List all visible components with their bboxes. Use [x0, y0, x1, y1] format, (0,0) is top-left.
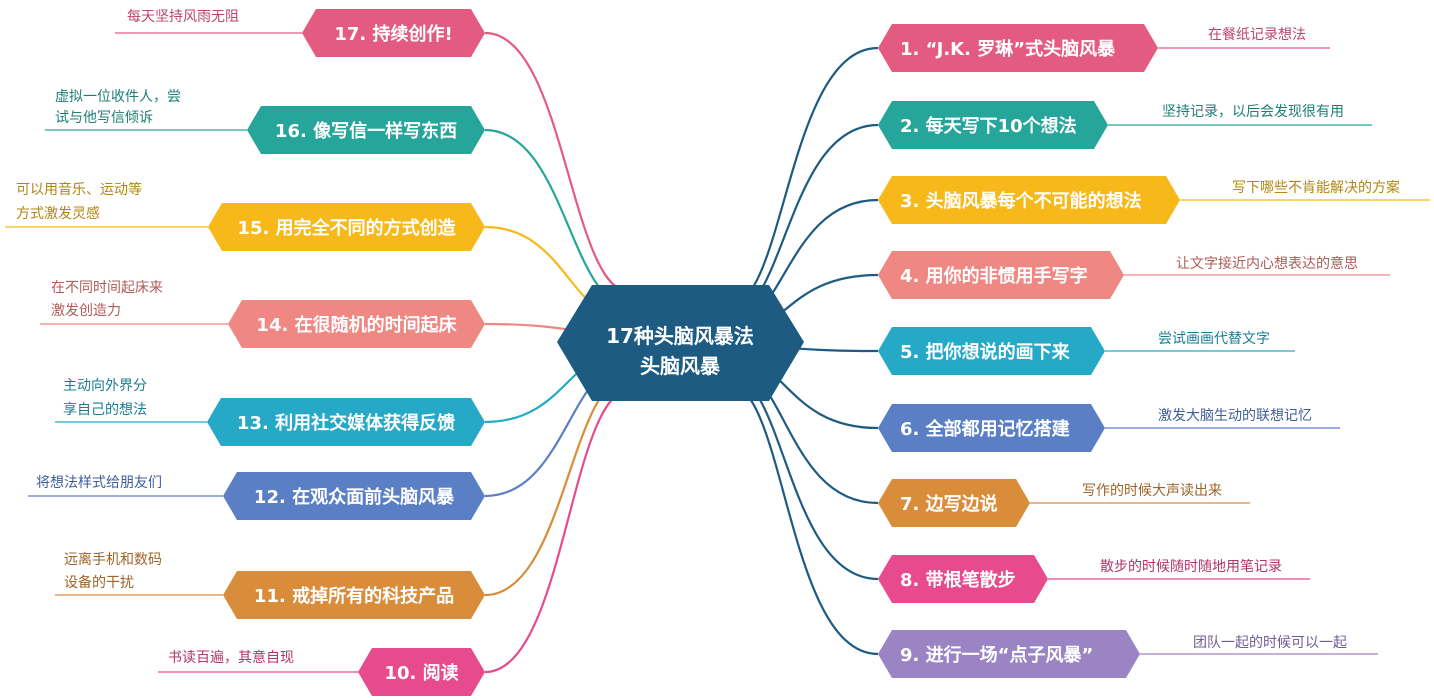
connector-right-8 [729, 373, 879, 581]
branch-node-13: 13. 利用社交媒体获得反馈 [207, 398, 485, 446]
branch-label: 7. 边写边说 [900, 493, 998, 515]
branch-notes: 在餐纸记录想法坚持记录，以后会发现很有用写下哪些不肯能解决的方案让文字接近内心想… [16, 9, 1400, 666]
branch-node-shape [878, 479, 1030, 527]
branch-node-shape [878, 251, 1124, 299]
branch-note: 书读百遍，其意自现 [168, 649, 294, 666]
branch-label: 16. 像写信一样写东西 [275, 120, 457, 142]
branch-label: 2. 每天写下10个想法 [900, 115, 1077, 137]
branch-label: 17. 持续创作! [334, 23, 452, 45]
branch-node-shape [228, 300, 485, 348]
branch-label: 13. 利用社交媒体获得反馈 [237, 412, 455, 434]
branch-note: 远离手机和数码 [64, 551, 162, 568]
branch-node-8: 8. 带根笔散步 [878, 555, 1048, 603]
branch-node-11: 11. 戒掉所有的科技产品 [223, 571, 485, 619]
branch-label: 11. 戒掉所有的科技产品 [254, 585, 454, 607]
connector-left-17 [484, 31, 631, 294]
branch-note: 写作的时候大声读出来 [1082, 482, 1222, 499]
branch-note: 激发大脑生动的联想记忆 [1158, 407, 1312, 424]
branch-node-17: 17. 持续创作! [302, 9, 485, 57]
central-title-line1: 17种头脑风暴法 [606, 324, 754, 348]
branch-note: 虚拟一位收件人，尝 [55, 89, 181, 105]
branch-node-shape [208, 203, 485, 251]
branch-note: 在餐纸记录想法 [1208, 27, 1306, 43]
branch-node-5: 5. 把你想说的画下来 [878, 327, 1105, 375]
branch-note: 坚持记录，以后会发现很有用 [1162, 104, 1344, 120]
branch-nodes: 1. “J.K. 罗琳”式头脑风暴 2. 每天写下10个想法 3. 头脑风暴每个不可… [207, 9, 1180, 696]
branch-note: 主动向外界分 [63, 378, 147, 394]
branch-node-15: 15. 用完全不同的方式创造 [208, 203, 485, 251]
branch-node-14: 14. 在很随机的时间起床 [228, 300, 485, 348]
branch-label: 12. 在观众面前头脑风暴 [254, 486, 455, 508]
branch-label: 8. 带根笔散步 [900, 569, 1016, 591]
branch-node-shape [207, 398, 485, 446]
branch-label: 4. 用你的非惯用手写字 [900, 265, 1088, 287]
branch-node-shape [878, 630, 1140, 678]
branch-note: 激发创造力 [51, 302, 121, 319]
branch-note: 团队一起的时候可以一起 [1193, 635, 1347, 651]
branch-node-shape [358, 648, 485, 696]
branch-note: 写下哪些不肯能解决的方案 [1232, 179, 1400, 196]
branch-label: 5. 把你想说的画下来 [900, 341, 1071, 363]
branch-note: 可以用音乐、运动等 [16, 181, 142, 198]
branch-label: 14. 在很随机的时间起床 [256, 314, 457, 336]
branch-node-3: 3. 头脑风暴每个不可能的想法 [878, 176, 1180, 224]
branch-label: 6. 全部都用记忆搭建 [900, 418, 1070, 440]
branch-note: 设备的干扰 [64, 574, 134, 591]
branch-label: 15. 用完全不同的方式创造 [237, 217, 455, 239]
branch-label: 1. “J.K. 罗琳”式头脑风暴 [900, 38, 1116, 60]
branch-note: 每天坚持风雨无阻 [127, 9, 239, 25]
central-topic: 17种头脑风暴法 头脑风暴 [557, 285, 804, 401]
central-title-line2: 头脑风暴 [640, 354, 721, 378]
branch-node-shape [247, 106, 485, 154]
branch-note: 将想法样式给朋友们 [36, 475, 162, 491]
branch-node-2: 2. 每天写下10个想法 [878, 101, 1108, 149]
central-topic-shape [557, 285, 804, 401]
branch-node-12: 12. 在观众面前头脑风暴 [223, 472, 485, 520]
branch-note: 方式激发灵感 [16, 205, 100, 222]
branch-node-1: 1. “J.K. 罗琳”式头脑风暴 [878, 24, 1158, 72]
branch-note: 让文字接近内心想表达的意思 [1176, 255, 1358, 272]
branch-note: 散步的时候随时随地用笔记录 [1100, 559, 1282, 575]
branch-node-shape [878, 327, 1105, 375]
branch-node-shape [878, 176, 1180, 224]
branch-note: 享自己的想法 [63, 401, 147, 418]
branch-node-4: 4. 用你的非惯用手写字 [878, 251, 1124, 299]
branch-note: 试与他写信倾诉 [55, 110, 153, 126]
connector-right-1 [729, 46, 879, 307]
branch-node-shape [223, 571, 485, 619]
branch-node-6: 6. 全部都用记忆搭建 [878, 404, 1105, 452]
branch-note: 在不同时间起床来 [51, 280, 163, 296]
branch-node-10: 10. 阅读 [358, 648, 485, 696]
branch-label: 9. 进行一场“点子风暴” [900, 644, 1093, 666]
branch-node-shape [878, 555, 1048, 603]
branch-node-7: 7. 边写边说 [878, 479, 1030, 527]
note-underlines [5, 32, 1430, 673]
branch-node-shape [878, 24, 1158, 72]
branch-node-shape [878, 404, 1105, 452]
branch-node-9: 9. 进行一场“点子风暴” [878, 630, 1140, 678]
branch-node-shape [302, 9, 485, 57]
connector-left-10 [484, 388, 631, 674]
branch-label: 3. 头脑风暴每个不可能的想法 [900, 190, 1142, 212]
branch-note: 尝试画画代替文字 [1158, 331, 1270, 347]
branch-node-16: 16. 像写信一样写东西 [247, 106, 485, 154]
branch-node-shape [878, 101, 1108, 149]
branch-label: 10. 阅读 [384, 662, 458, 684]
branch-node-shape [223, 472, 485, 520]
